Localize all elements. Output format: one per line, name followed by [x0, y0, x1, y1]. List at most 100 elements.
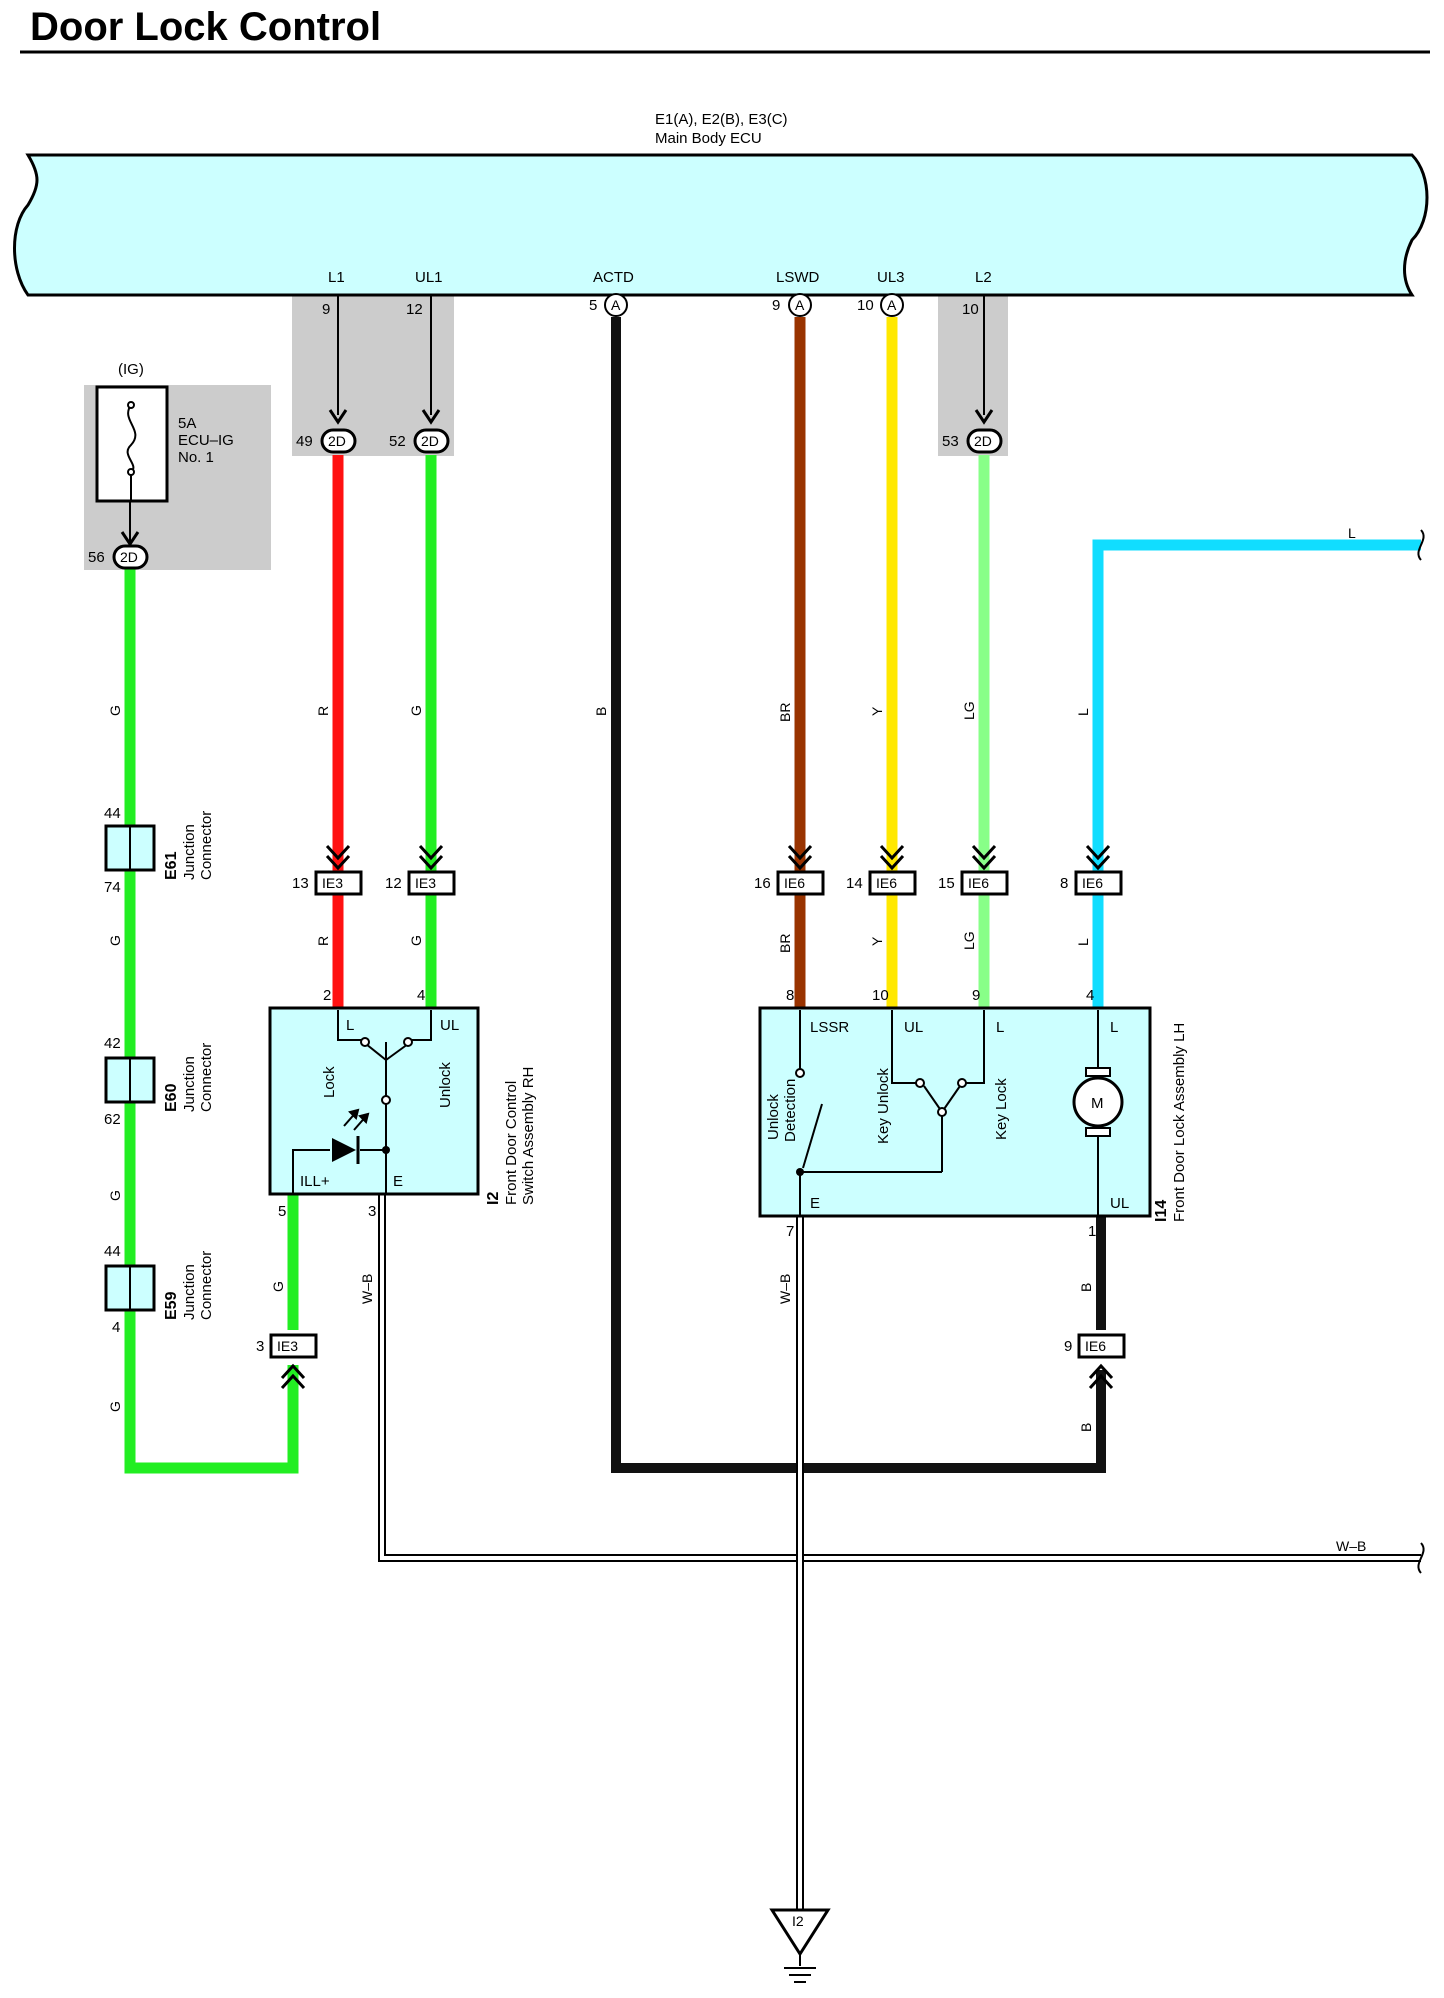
- svg-text:1: 1: [1088, 1223, 1096, 1240]
- wire-label-wb2: W–B: [777, 1274, 793, 1304]
- connector-2d-52: 2D 52: [389, 428, 450, 454]
- ie6-8: IE6 8: [1060, 870, 1123, 896]
- wire-label-b3: B: [1078, 1423, 1094, 1432]
- led-icon: [332, 1138, 356, 1162]
- ie3-3: IE3 3: [256, 1333, 318, 1359]
- svg-text:IE6: IE6: [784, 875, 805, 891]
- ie3-13: IE3 13: [292, 870, 363, 896]
- svg-text:2D: 2D: [328, 433, 346, 449]
- fuse-node-bottom: [127, 468, 135, 476]
- svg-text:IE3: IE3: [322, 875, 343, 891]
- svg-text:15: 15: [938, 875, 955, 892]
- wire-label-y1: Y: [869, 706, 885, 716]
- wire-label-g7: G: [270, 1281, 286, 1292]
- svg-text:8: 8: [1060, 875, 1068, 892]
- junction-e59: 44 4 E59 Junction Connector: [104, 1243, 215, 1336]
- arrow-l1: [328, 409, 348, 425]
- ie6-9: IE6 9: [1064, 1333, 1126, 1359]
- svg-text:I2: I2: [792, 1913, 804, 1929]
- svg-text:A: A: [887, 297, 897, 313]
- svg-text:UL: UL: [1110, 1195, 1129, 1212]
- wire-label-br2: BR: [777, 934, 793, 953]
- fuse-node-top: [127, 401, 135, 409]
- connector-2d-53: 2D 53: [942, 428, 1003, 454]
- wire-label-br1: BR: [777, 703, 793, 722]
- svg-text:74: 74: [104, 879, 121, 896]
- ground-symbol: I2: [769, 1908, 831, 1983]
- svg-text:Connector: Connector: [198, 1251, 215, 1320]
- svg-text:Key Lock: Key Lock: [993, 1078, 1010, 1140]
- wire-label-g3: G: [107, 1190, 123, 1201]
- svg-text:Front Door Control: Front Door Control: [503, 1081, 520, 1205]
- ecu-conn-ul3: A: [880, 293, 904, 317]
- svg-text:Switch Assembly RH: Switch Assembly RH: [520, 1067, 537, 1205]
- ecu-signal-ul3: UL3: [877, 269, 905, 286]
- svg-text:8: 8: [786, 987, 794, 1004]
- svg-text:Lock: Lock: [321, 1066, 338, 1098]
- svg-text:49: 49: [296, 433, 313, 450]
- ecu-pin-l2: 10: [962, 301, 979, 318]
- svg-text:Detection: Detection: [782, 1079, 799, 1142]
- ie3-12: IE3 12: [385, 870, 456, 896]
- ecu-conn-actd: A: [604, 293, 628, 317]
- ecu-pin-ul1: 12: [406, 301, 423, 318]
- wire-label-wb1: W–B: [359, 1274, 375, 1304]
- svg-text:Unlock: Unlock: [765, 1094, 782, 1140]
- svg-text:62: 62: [104, 1111, 121, 1128]
- chevrons-up: [280, 1363, 1114, 1390]
- svg-text:Connector: Connector: [198, 811, 215, 880]
- ecu-signal-lswd: LSWD: [776, 269, 820, 286]
- ecu-pin-ul3: 10: [857, 297, 874, 314]
- fuse-name-1: ECU–IG: [178, 432, 234, 449]
- fuse-rating: 5A: [178, 415, 196, 432]
- svg-text:E59: E59: [163, 1291, 180, 1320]
- wire-label-g1: G: [107, 705, 123, 716]
- svg-text:14: 14: [846, 875, 863, 892]
- wire-label-r2: R: [315, 936, 331, 946]
- svg-text:UL: UL: [440, 1017, 459, 1034]
- chevrons-down: [325, 844, 1111, 871]
- svg-text:42: 42: [104, 1035, 121, 1052]
- wire-label-g6: G: [408, 935, 424, 946]
- svg-text:3: 3: [368, 1203, 376, 1220]
- motor-icon: M: [1072, 1067, 1124, 1137]
- wire-b-actd: [611, 317, 1106, 1473]
- ecu-conn-lswd: A: [788, 293, 812, 317]
- wire-g-feed: [124, 560, 299, 1474]
- arrow-l2: [974, 409, 994, 425]
- svg-text:Connector: Connector: [198, 1043, 215, 1112]
- wire-label-b2: B: [1078, 1283, 1094, 1292]
- wire-label-wb3: W–B: [1336, 1538, 1366, 1554]
- svg-text:13: 13: [292, 875, 309, 892]
- connector-2d-49: 2D 49: [296, 428, 357, 454]
- ecu-pin-shade-right: [938, 296, 1008, 456]
- connector-2d-56: 2D 56: [88, 544, 149, 570]
- svg-text:5: 5: [278, 1203, 286, 1220]
- svg-text:I14: I14: [1153, 1200, 1170, 1222]
- ecu-signal-actd: ACTD: [593, 269, 634, 286]
- wire-label-lg2: LG: [961, 931, 977, 950]
- ecu-pin-actd: 5: [589, 297, 597, 314]
- ecu-signal-ul1: UL1: [415, 269, 443, 286]
- svg-text:I2: I2: [485, 1192, 502, 1205]
- main-body-ecu: [13, 153, 1429, 297]
- svg-text:10: 10: [872, 987, 889, 1004]
- wire-label-l3: L: [1348, 525, 1356, 541]
- junction-e61: 44 74 E61 Junction Connector: [104, 805, 215, 896]
- svg-text:56: 56: [88, 549, 105, 566]
- fuse-name-2: No. 1: [178, 449, 214, 466]
- svg-text:E: E: [393, 1173, 403, 1190]
- svg-text:53: 53: [942, 433, 959, 450]
- wire-wb-break-icon: [1417, 1542, 1425, 1574]
- ecu-name: Main Body ECU: [655, 130, 762, 147]
- wire-wb-switch: [378, 1190, 1421, 1562]
- svg-text:IE6: IE6: [876, 875, 897, 891]
- svg-text:52: 52: [389, 433, 406, 450]
- ecu-signal-l2: L2: [975, 269, 992, 286]
- wire-label-lg1: LG: [961, 701, 977, 720]
- svg-text:4: 4: [1086, 987, 1094, 1004]
- door-lock-assembly-lh: 8 10 9 4 7 1 LSSR UL L L E UL Unlock Det…: [758, 987, 1188, 1240]
- wire-label-r1: R: [315, 706, 331, 716]
- svg-text:IE3: IE3: [277, 1338, 298, 1354]
